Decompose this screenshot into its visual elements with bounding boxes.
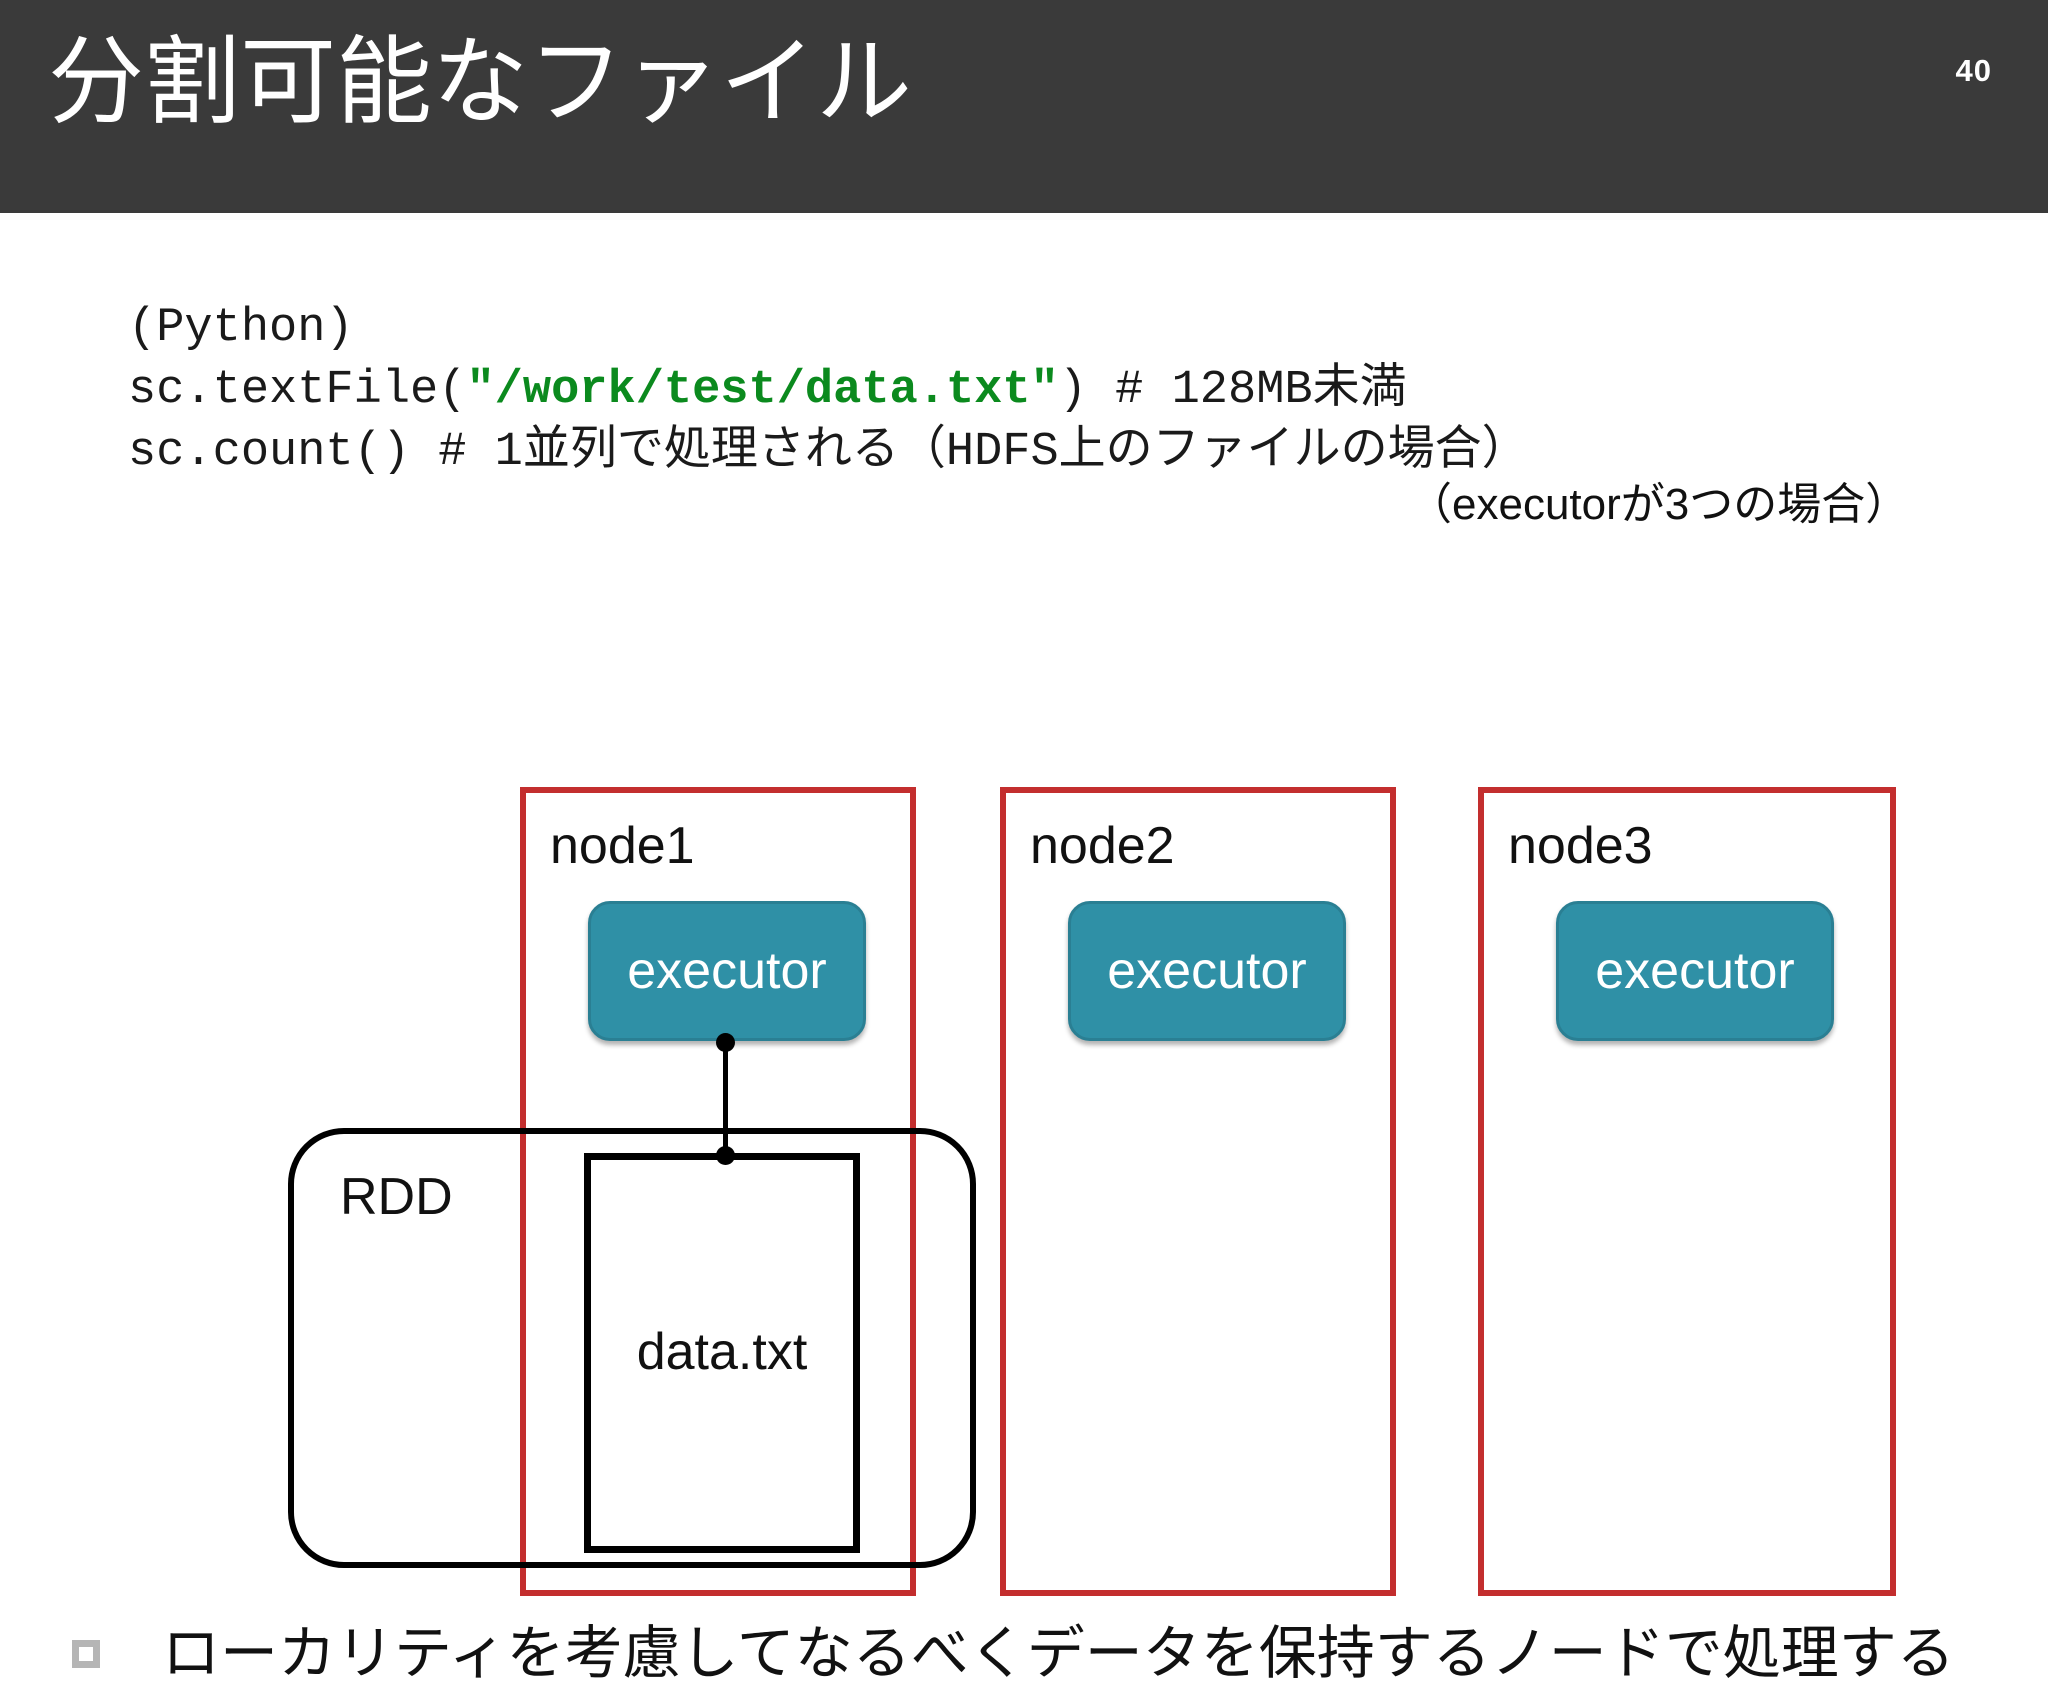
code-line-textfile: sc.textFile("/work/test/data.txt") # 128… (128, 360, 1529, 422)
slide-body: (Python) sc.textFile("/work/test/data.tx… (0, 213, 2048, 1686)
executor-count-note: （executorが3つの場合） (1408, 480, 1910, 529)
square-bullet-icon (72, 1640, 100, 1668)
footer-bullet-text: ローカリティを考慮してなるべくデータを保持するノードで処理する (162, 1621, 1955, 1686)
code-block: (Python) sc.textFile("/work/test/data.tx… (128, 298, 1529, 484)
code-line-language: (Python) (128, 302, 354, 355)
page-title: 分割可能なファイル (48, 29, 912, 136)
node-label-node1: node1 (550, 817, 695, 875)
executor-chip-node3: executor (1556, 901, 1834, 1041)
slide-header-bar: 分割可能なファイル 40 (0, 0, 2048, 213)
executor-label-node1: executor (627, 942, 827, 1000)
executor-label-node2: executor (1107, 942, 1307, 1000)
footer-bullet-row: ローカリティを考慮してなるべくデータを保持するノードで処理する (72, 1621, 1955, 1687)
node-label-node3: node3 (1508, 817, 1653, 875)
partition-label-data-txt: data.txt (636, 1323, 808, 1381)
connector-endpoint-dot-top-icon (716, 1033, 735, 1052)
rdd-label: RDD (340, 1168, 453, 1226)
code-call-prefix: sc.textFile( (128, 364, 467, 417)
code-call-suffix: ) # 128MB未満 (1058, 364, 1407, 417)
connector-line-executor-to-partition (723, 1041, 728, 1156)
executor-chip-node2: executor (1068, 901, 1346, 1041)
code-string-literal: "/work/test/data.txt" (466, 364, 1059, 417)
node-label-node2: node2 (1030, 817, 1175, 875)
executor-label-node3: executor (1595, 942, 1795, 1000)
slide-page-number: 40 (1955, 53, 1992, 88)
executor-chip-node1: executor (588, 901, 866, 1041)
code-line-count: sc.count() # 1並列で処理される（HDFS上のファイルの場合） (128, 426, 1529, 479)
connector-endpoint-dot-bottom-icon (716, 1146, 735, 1165)
